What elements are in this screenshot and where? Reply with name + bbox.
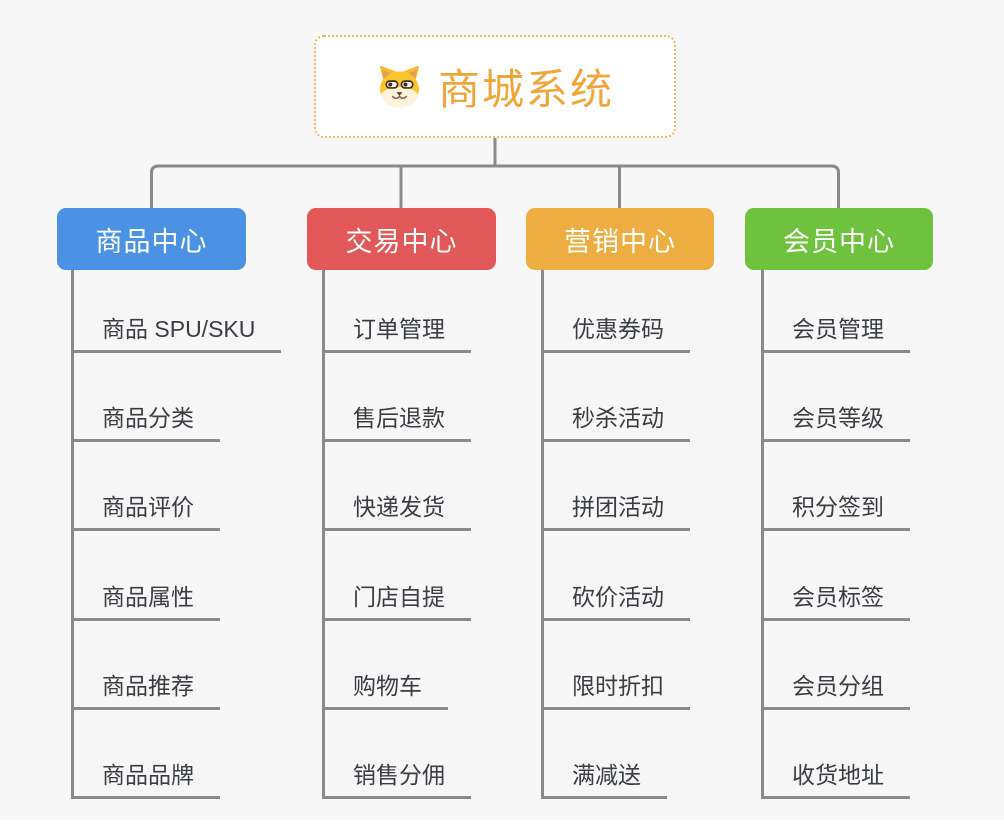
leaf-node[interactable]: 商品评价 <box>71 493 220 531</box>
leaf-node[interactable]: 商品分类 <box>71 404 220 442</box>
root-node[interactable]: 商城系统 <box>314 35 676 138</box>
leaf-node[interactable]: 销售分佣 <box>322 761 471 799</box>
leaf-node[interactable]: 收货地址 <box>761 761 910 799</box>
leaf-node[interactable]: 积分签到 <box>761 493 910 531</box>
leaf-node[interactable]: 砍价活动 <box>541 583 690 621</box>
leaf-node[interactable]: 限时折扣 <box>541 672 690 710</box>
leaf-node[interactable]: 商品 SPU/SKU <box>71 315 282 353</box>
leaf-node[interactable]: 商品推荐 <box>71 672 220 710</box>
leaf-node[interactable]: 快递发货 <box>322 493 471 531</box>
leaf-node[interactable]: 会员管理 <box>761 315 910 353</box>
leaf-node[interactable]: 优惠券码 <box>541 315 690 353</box>
leaf-node[interactable]: 商品属性 <box>71 583 220 621</box>
leaf-node[interactable]: 订单管理 <box>322 315 471 353</box>
branch-member-center[interactable]: 会员中心 <box>745 208 933 270</box>
leaf-node[interactable]: 售后退款 <box>322 404 471 442</box>
leaf-node[interactable]: 会员标签 <box>761 583 910 621</box>
leaf-node[interactable]: 满减送 <box>541 761 667 799</box>
leaf-node[interactable]: 会员等级 <box>761 404 910 442</box>
leaf-node[interactable]: 门店自提 <box>322 583 471 621</box>
leaf-node[interactable]: 购物车 <box>322 672 448 710</box>
leaf-node[interactable]: 拼团活动 <box>541 493 690 531</box>
shiba-dog-icon <box>379 65 420 108</box>
root-title: 商城系统 <box>437 66 614 113</box>
leaf-node[interactable]: 会员分组 <box>761 672 910 710</box>
leaf-node[interactable]: 秒杀活动 <box>541 404 690 442</box>
branch-marketing-center[interactable]: 营销中心 <box>526 208 714 270</box>
branch-product-center[interactable]: 商品中心 <box>57 208 246 270</box>
leaf-node[interactable]: 商品品牌 <box>71 761 220 799</box>
branch-trade-center[interactable]: 交易中心 <box>307 208 496 270</box>
